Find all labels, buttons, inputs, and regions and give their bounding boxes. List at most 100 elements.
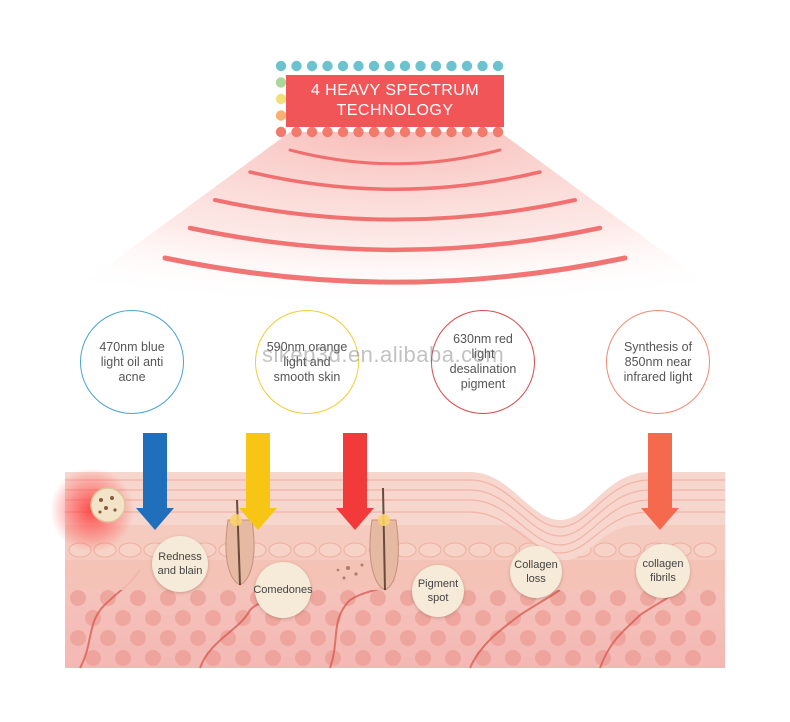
- dermis-cell: [355, 610, 371, 626]
- title-line-2: TECHNOLOGY: [336, 102, 454, 119]
- led-dot: [291, 126, 302, 138]
- led-dot: [275, 93, 287, 105]
- dermis-cell: [460, 630, 476, 646]
- dermis-cell: [625, 610, 641, 626]
- led-dot: [430, 60, 442, 72]
- dermis-cell: [520, 630, 536, 646]
- dermis-cell: [670, 630, 686, 646]
- led-dot: [306, 126, 318, 138]
- label-collagen-fibrils: collagen fibrils: [636, 544, 690, 598]
- led-dot: [337, 126, 349, 138]
- circle-orange-text: Synthesis of 850nm near infrared light: [623, 339, 693, 384]
- epidermis-cell: [118, 542, 142, 558]
- dermis-cell: [445, 650, 461, 666]
- led-dot: [275, 77, 287, 88]
- dermis-cell: [160, 630, 176, 646]
- dermis-cell: [430, 630, 446, 646]
- dermis-cell: [85, 650, 101, 666]
- epidermis-cell: [318, 542, 342, 558]
- arrow-shaft: [143, 433, 167, 511]
- led-dot: [368, 126, 380, 138]
- dermis-cell: [130, 590, 146, 606]
- epidermis-cell: [293, 542, 317, 558]
- label-redness: Redness and blain: [152, 536, 208, 592]
- skin-top-layer: [65, 472, 725, 560]
- dermis-cell: [490, 590, 506, 606]
- circle-blue-text: 470nm blue light oil anti acne: [99, 339, 165, 384]
- led-dot: [399, 126, 411, 138]
- dermis-cell: [385, 610, 401, 626]
- led-dot: [368, 60, 380, 72]
- dermis-cell: [535, 610, 551, 626]
- wave-arc: [213, 198, 577, 222]
- dermis-cell: [115, 650, 131, 666]
- dermis-cell: [190, 590, 206, 606]
- epidermis-cell: [268, 542, 292, 558]
- epidermis-cell: [593, 542, 617, 558]
- dermis-cell: [625, 650, 641, 666]
- led-dot: [492, 126, 504, 138]
- dermis-cell: [145, 610, 161, 626]
- dermis-cell: [340, 630, 356, 646]
- led-dot: [446, 126, 457, 138]
- label-redness-text: Redness and blain: [157, 551, 203, 577]
- dermis-cell: [385, 650, 401, 666]
- pimple-dots: [98, 496, 117, 514]
- dermis-cell: [175, 650, 191, 666]
- dermis-cell: [490, 630, 506, 646]
- led-dot: [353, 60, 364, 72]
- led-dot-array: [275, 60, 504, 138]
- arrow-head: [239, 508, 277, 530]
- pigment-dots: [336, 563, 364, 580]
- dermis-cell: [565, 650, 581, 666]
- epidermis-cell: [443, 542, 467, 558]
- blood-vessels: [79, 569, 681, 669]
- led-dot: [492, 60, 504, 72]
- dermis-cell: [700, 630, 716, 646]
- circle-yellow-590nm: 590nm orange light and smooth skin: [255, 310, 359, 414]
- dermis-cell: [100, 630, 116, 646]
- led-dot: [430, 126, 442, 138]
- wave-arc: [288, 148, 502, 166]
- dermis-cell: [685, 610, 701, 626]
- wave-arc: [187, 225, 603, 253]
- title-line-1: 4 HEAVY SPECTRUM: [310, 82, 480, 99]
- dermis-cell: [505, 650, 521, 666]
- dermis-cell: [250, 630, 266, 646]
- led-dot: [291, 60, 302, 72]
- epidermis-cell: [343, 542, 367, 558]
- title-banner: 4 HEAVY SPECTRUM TECHNOLOGY: [286, 75, 504, 127]
- dermis-cell: [310, 630, 326, 646]
- dermis-cell: [595, 650, 611, 666]
- led-dot: [275, 126, 287, 138]
- dermis-cell: [265, 650, 281, 666]
- dermis-cell: [70, 590, 86, 606]
- dermis-cell: [295, 610, 311, 626]
- dermis-cell: [190, 630, 206, 646]
- led-dot: [477, 126, 488, 138]
- led-dot: [384, 126, 395, 138]
- led-dot: [275, 60, 287, 72]
- led-dot: [337, 60, 349, 72]
- dermis-cell: [535, 650, 551, 666]
- light-arrows: [136, 433, 679, 530]
- skin-cross-section: [50, 468, 725, 669]
- dermis-cell: [115, 610, 131, 626]
- led-dot: [415, 60, 426, 72]
- dermis-cell: [505, 610, 521, 626]
- circle-red-630nm: 630nm red light desalination pigment: [431, 310, 535, 414]
- led-dot: [322, 126, 333, 138]
- dermis-cell: [460, 590, 476, 606]
- label-comedones-text: Comedones: [253, 584, 313, 596]
- dermis-cell: [595, 610, 611, 626]
- led-dot: [461, 60, 473, 72]
- circle-orange-850nm: Synthesis of 850nm near infrared light: [606, 310, 710, 414]
- wave-arc: [162, 255, 628, 285]
- dermis-cell: [295, 650, 311, 666]
- arrow-head: [136, 508, 174, 530]
- dermis-cell: [220, 590, 236, 606]
- dermis-cell: [370, 630, 386, 646]
- dermis-cell: [610, 590, 626, 606]
- led-dot: [384, 60, 395, 72]
